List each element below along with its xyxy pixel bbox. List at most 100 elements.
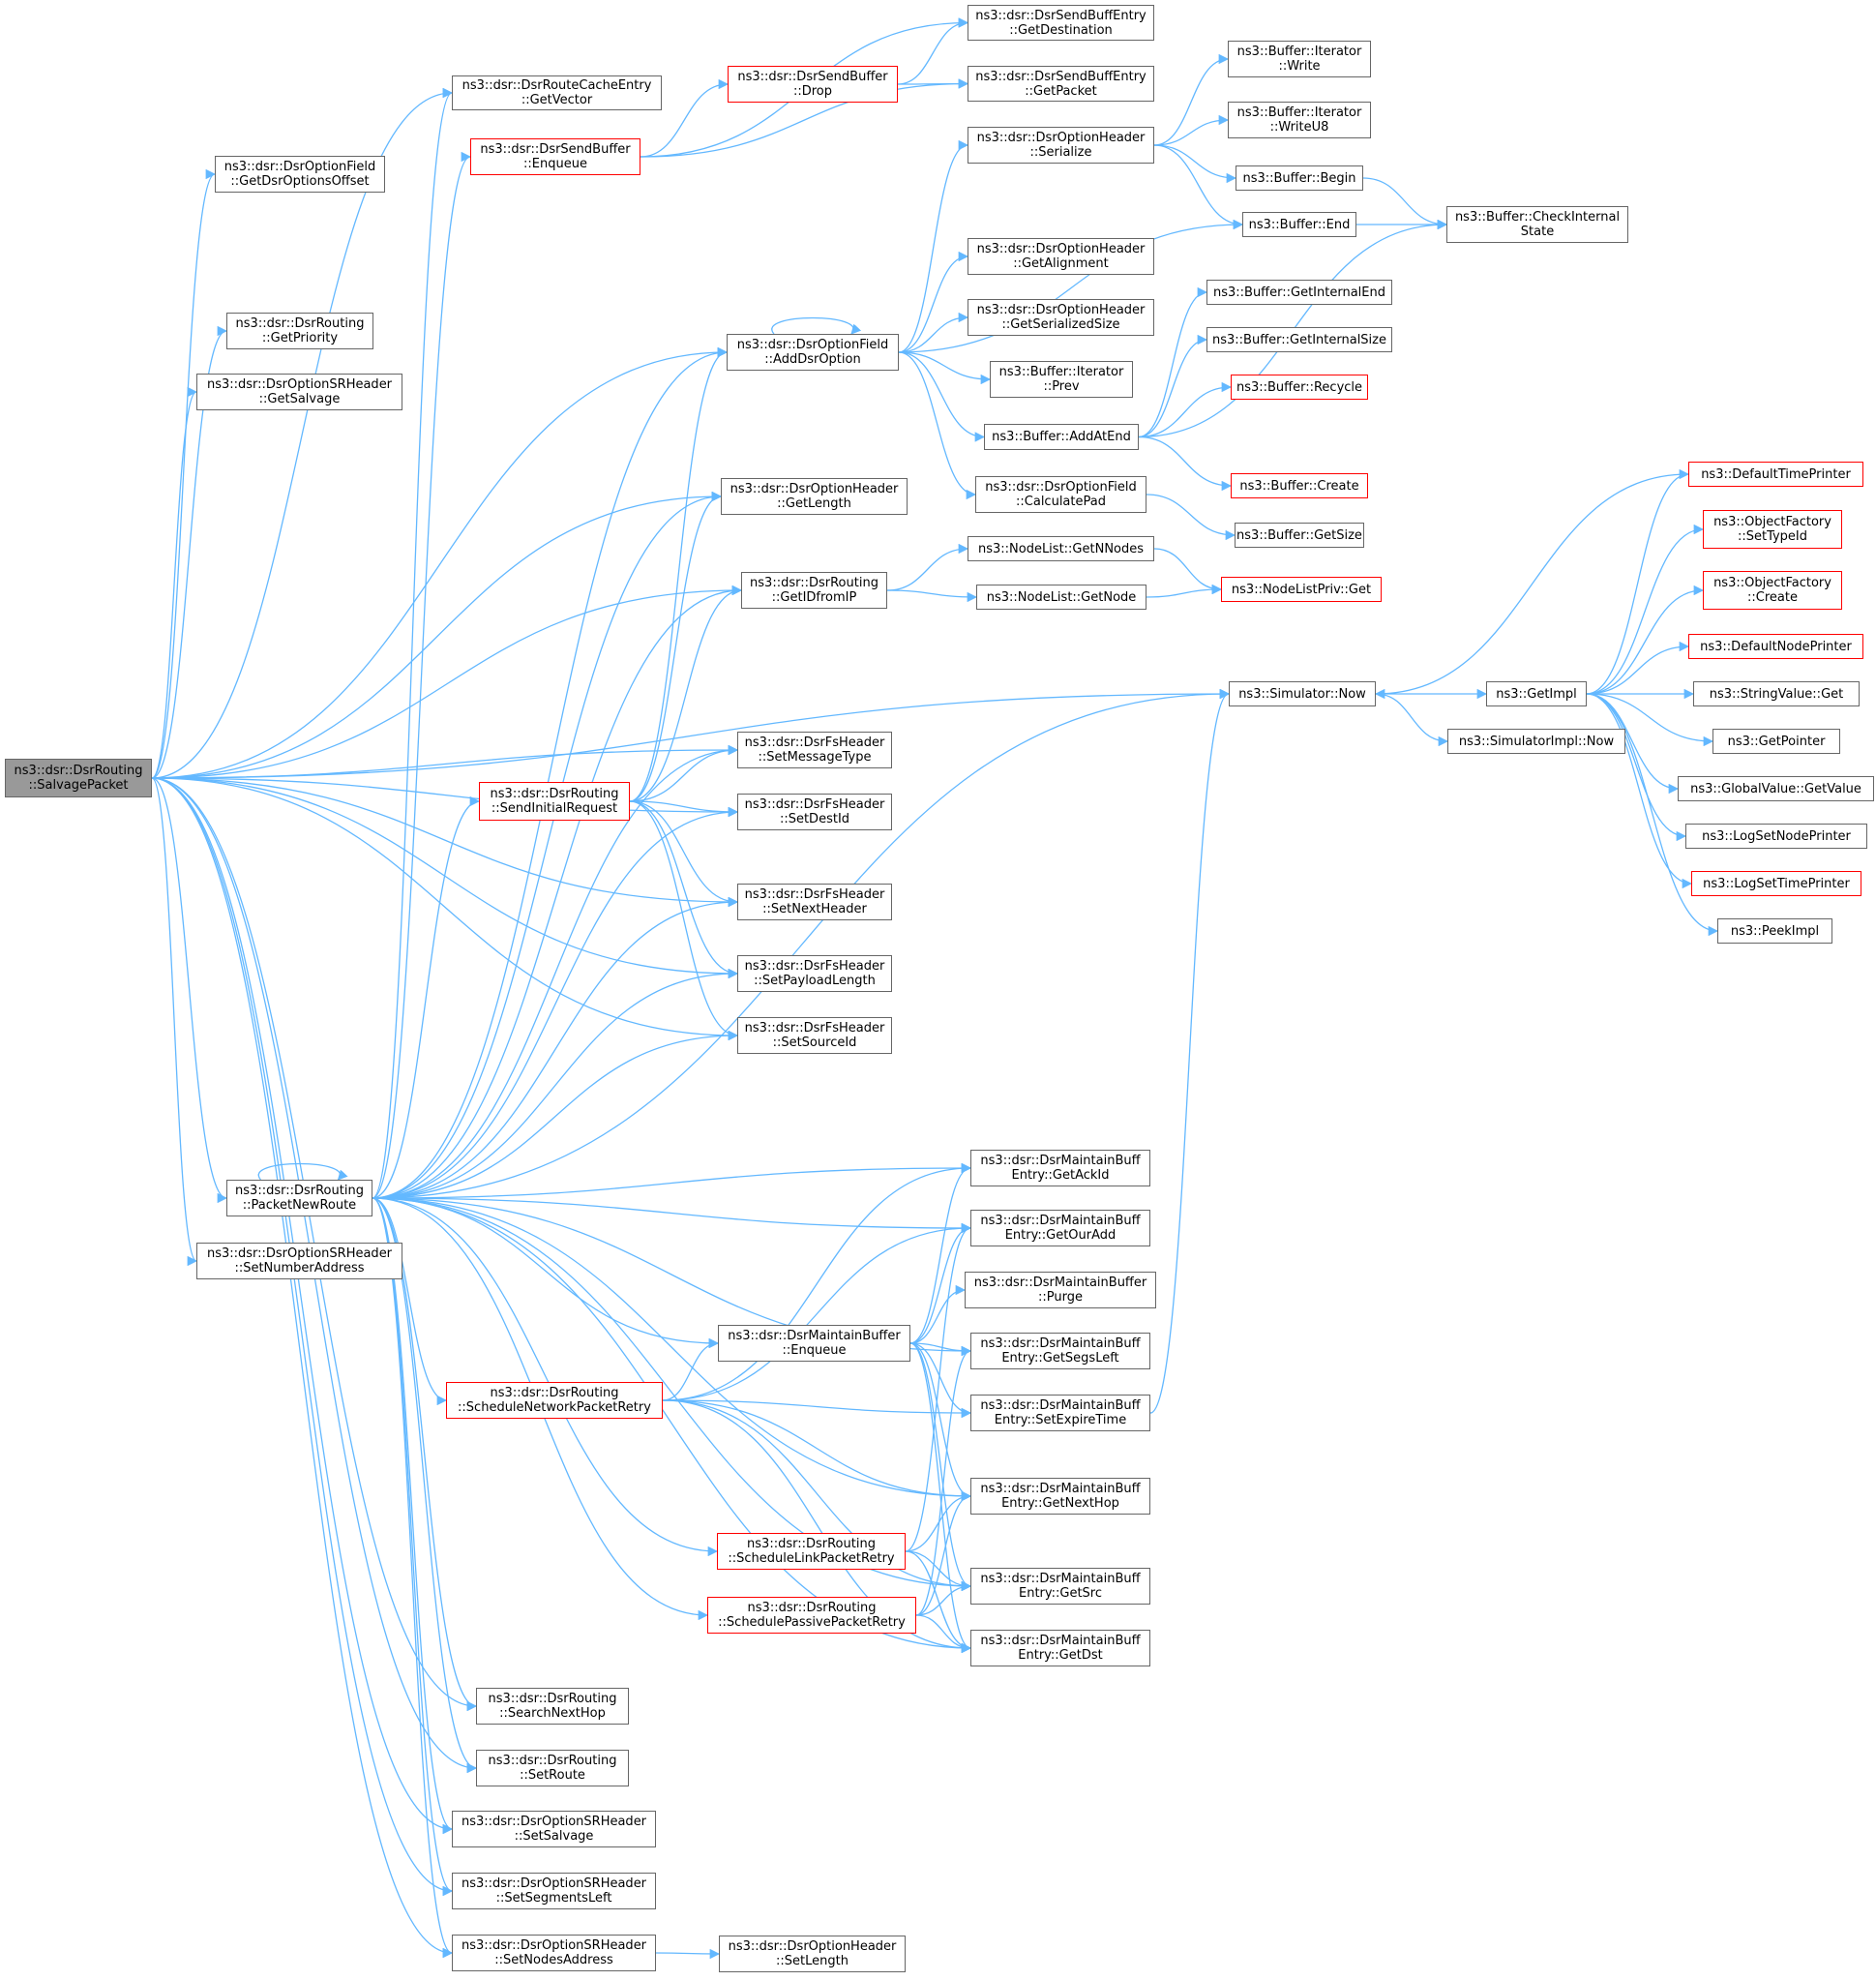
node-mb-enqueue[interactable]: ns3::dsr::DsrMaintainBuffer::Enqueue <box>718 1325 910 1362</box>
node-gv-getvalue[interactable]: ns3::GlobalValue::GetValue <box>1678 776 1874 801</box>
node-ohdr-getalign[interactable]: ns3::dsr::DsrOptionHeader::GetAlignment <box>968 238 1154 275</box>
edge-sched-network-to-mbe-getdst <box>662 1399 972 1654</box>
node-nl-getnode[interactable]: ns3::NodeList::GetNode <box>976 585 1146 610</box>
node-label-line: ::SetRoute <box>520 1768 585 1783</box>
node-label-line: ns3::dsr::DsrSendBuffer <box>480 142 631 157</box>
edge-packetnewroute-to-ohdr-getlength <box>372 491 723 1199</box>
node-fs-setnexthdr[interactable]: ns3::dsr::DsrFsHeader::SetNextHeader <box>737 884 892 920</box>
node-ohdr-getsersize[interactable]: ns3::dsr::DsrOptionHeader::GetSerialized… <box>968 299 1154 336</box>
node-getsalvage[interactable]: ns3::dsr::DsrOptionSRHeader::GetSalvage <box>196 374 402 410</box>
node-iter-write[interactable]: ns3::Buffer::Iterator::Write <box>1228 41 1371 77</box>
node-label-line: ::GetDsrOptionsOffset <box>230 174 370 189</box>
node-mb-purge[interactable]: ns3::dsr::DsrMaintainBuffer::Purge <box>965 1272 1156 1308</box>
node-label-line: ns3::dsr::DsrMaintainBuff <box>980 1398 1141 1413</box>
node-label-line: ::Serialize <box>1029 145 1092 160</box>
edge-salvage-to-getpriority <box>151 325 228 779</box>
node-sendbufenqueue[interactable]: ns3::dsr::DsrSendBuffer::Enqueue <box>470 138 640 175</box>
node-getpointer[interactable]: ns3::GetPointer <box>1712 729 1840 754</box>
edge-salvage-to-sr-setsalvage <box>151 777 454 1835</box>
node-salvage[interactable]: ns3::dsr::DsrRouting::SalvagePacket <box>5 759 152 797</box>
node-adddsroption[interactable]: ns3::dsr::DsrOptionField::AddDsrOption <box>727 334 899 371</box>
node-fs-setsourceid[interactable]: ns3::dsr::DsrFsHeader::SetSourceId <box>737 1017 892 1054</box>
node-sched-passive[interactable]: ns3::dsr::DsrRouting::SchedulePassivePac… <box>707 1597 916 1634</box>
edge-packetnewroute-to-adddsroption <box>372 346 729 1199</box>
edge-sendbufdrop-to-sbe-getdest <box>897 17 969 85</box>
node-simimpl-now[interactable]: ns3::SimulatorImpl::Now <box>1447 729 1625 754</box>
node-of-create[interactable]: ns3::ObjectFactory::Create <box>1703 571 1842 610</box>
node-nl-getnnodes[interactable]: ns3::NodeList::GetNNodes <box>968 536 1154 561</box>
node-defnodeprinter[interactable]: ns3::DefaultNodePrinter <box>1688 634 1863 659</box>
node-packetnewroute[interactable]: ns3::dsr::DsrRouting::PacketNewRoute <box>226 1180 372 1216</box>
edge-addatend-to-getinternalsize <box>1138 334 1208 438</box>
node-ohdr-serialize[interactable]: ns3::dsr::DsrOptionHeader::Serialize <box>968 127 1154 164</box>
node-setroute[interactable]: ns3::dsr::DsrRouting::SetRoute <box>476 1750 629 1786</box>
node-sr-setnodesaddr[interactable]: ns3::dsr::DsrOptionSRHeader::SetNodesAdd… <box>452 1935 656 1971</box>
node-of-settypeid[interactable]: ns3::ObjectFactory::SetTypeId <box>1703 510 1842 549</box>
node-logsetnodeprinter[interactable]: ns3::LogSetNodePrinter <box>1685 824 1867 849</box>
node-buf-create[interactable]: ns3::Buffer::Create <box>1231 473 1368 498</box>
node-sendbufdrop[interactable]: ns3::dsr::DsrSendBuffer::Drop <box>728 66 898 103</box>
node-sched-network[interactable]: ns3::dsr::DsrRouting::ScheduleNetworkPac… <box>446 1382 663 1419</box>
node-ohdr-setlength[interactable]: ns3::dsr::DsrOptionHeader::SetLength <box>719 1936 906 1972</box>
node-deftimeprinter[interactable]: ns3::DefaultTimePrinter <box>1688 462 1863 487</box>
node-fs-setdestid[interactable]: ns3::dsr::DsrFsHeader::SetDestId <box>737 794 892 830</box>
node-logsettimeprinter[interactable]: ns3::LogSetTimePrinter <box>1691 871 1861 896</box>
node-getvector[interactable]: ns3::dsr::DsrRouteCacheEntry::GetVector <box>452 75 662 110</box>
edge-adddsroption-to-calcpad <box>898 351 977 500</box>
edge-sendinitialrequest-to-fs-setnexthdr <box>629 800 739 908</box>
edge-salvage-to-getvector <box>151 87 454 779</box>
node-sendinitialrequest[interactable]: ns3::dsr::DsrRouting::SendInitialRequest <box>479 782 630 821</box>
edge-buf-begin-to-checkinternal <box>1362 177 1448 230</box>
node-sv-get[interactable]: ns3::StringValue::Get <box>1693 681 1860 706</box>
node-sbe-getdest[interactable]: ns3::dsr::DsrSendBuffEntry::GetDestinati… <box>968 5 1154 41</box>
node-peekimpl[interactable]: ns3::PeekImpl <box>1717 918 1832 944</box>
node-label-line: ns3::dsr::DsrSendBuffEntry <box>975 69 1146 84</box>
node-sr-setsegleft[interactable]: ns3::dsr::DsrOptionSRHeader::SetSegments… <box>452 1873 656 1909</box>
node-sim-now[interactable]: ns3::Simulator::Now <box>1229 681 1376 706</box>
node-label-line: ::GetAlignment <box>1013 256 1109 271</box>
node-fs-setmsgtype[interactable]: ns3::dsr::DsrFsHeader::SetMessageType <box>737 732 892 768</box>
node-sched-link[interactable]: ns3::dsr::DsrRouting::ScheduleLinkPacket… <box>717 1533 906 1570</box>
edge-salvage-to-fs-setmsgtype <box>151 744 739 779</box>
node-label-line: ns3::dsr::DsrRouting <box>488 1692 617 1706</box>
node-label-line: State <box>1520 225 1555 239</box>
edge-salvage-to-sim-now <box>151 688 1231 779</box>
node-buf-end[interactable]: ns3::Buffer::End <box>1242 212 1356 237</box>
edge-mb-enqueue-to-mbe-getdst <box>909 1342 972 1654</box>
node-getidfromip[interactable]: ns3::dsr::DsrRouting::GetIDfromIP <box>741 572 887 609</box>
node-nlp-get[interactable]: ns3::NodeListPriv::Get <box>1221 577 1382 602</box>
node-searchnexthop[interactable]: ns3::dsr::DsrRouting::SearchNextHop <box>476 1688 629 1725</box>
node-ohdr-getlength[interactable]: ns3::dsr::DsrOptionHeader::GetLength <box>721 478 908 515</box>
node-addatend[interactable]: ns3::Buffer::AddAtEnd <box>984 424 1139 450</box>
node-buf-begin[interactable]: ns3::Buffer::Begin <box>1236 165 1363 191</box>
node-label-line: Entry::GetSegsLeft <box>1001 1351 1119 1366</box>
node-label-line: ns3::ObjectFactory <box>1713 576 1831 590</box>
node-iter-writeu8[interactable]: ns3::Buffer::Iterator::WriteU8 <box>1228 102 1371 138</box>
node-label-line: ns3::Buffer::GetSize <box>1236 527 1362 543</box>
node-sbe-getpacket[interactable]: ns3::dsr::DsrSendBuffEntry::GetPacket <box>968 66 1154 102</box>
edge-getimpl-to-logsettimeprinter <box>1586 693 1693 889</box>
node-getinternalend[interactable]: ns3::Buffer::GetInternalEnd <box>1206 280 1392 305</box>
node-fs-setpayload[interactable]: ns3::dsr::DsrFsHeader::SetPayloadLength <box>737 955 892 992</box>
node-iter-prev[interactable]: ns3::Buffer::Iterator::Prev <box>990 361 1133 398</box>
edge-salvage-to-adddsroption <box>151 346 729 779</box>
node-calcpad[interactable]: ns3::dsr::DsrOptionField::CalculatePad <box>975 476 1146 513</box>
node-sr-setsalvage[interactable]: ns3::dsr::DsrOptionSRHeader::SetSalvage <box>452 1811 656 1847</box>
node-getdsroptoffset[interactable]: ns3::dsr::DsrOptionField::GetDsrOptionsO… <box>215 156 385 193</box>
node-label-line: ns3::LogSetNodePrinter <box>1702 828 1851 844</box>
node-buf-recycle[interactable]: ns3::Buffer::Recycle <box>1231 375 1368 400</box>
node-buf-getsize[interactable]: ns3::Buffer::GetSize <box>1235 523 1364 548</box>
node-getinternalsize[interactable]: ns3::Buffer::GetInternalSize <box>1206 327 1392 352</box>
edge-ohdr-serialize-to-buf-begin <box>1153 144 1237 184</box>
node-getpriority[interactable]: ns3::dsr::DsrRouting::GetPriority <box>226 313 373 349</box>
node-setnumberaddress[interactable]: ns3::dsr::DsrOptionSRHeader::SetNumberAd… <box>196 1243 402 1279</box>
node-getimpl[interactable]: ns3::GetImpl <box>1486 681 1587 706</box>
